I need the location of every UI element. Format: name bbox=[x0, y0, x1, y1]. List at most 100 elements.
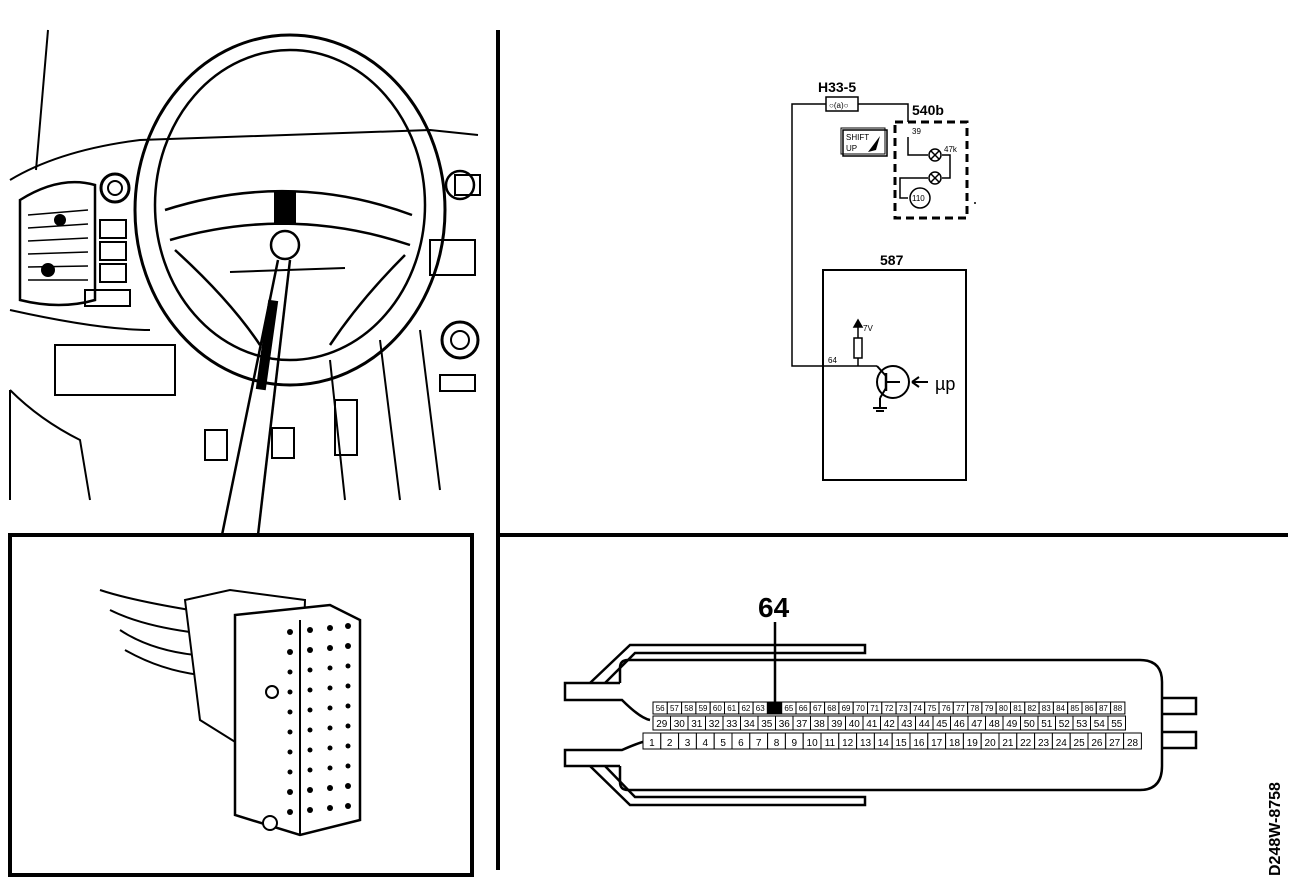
pin-number: 14 bbox=[878, 738, 890, 749]
connector-label: H33-5 bbox=[818, 79, 856, 95]
pin-number: 74 bbox=[913, 704, 922, 713]
indicator-pin: 39 bbox=[912, 127, 921, 136]
figure-id: D248W-8758 bbox=[1267, 782, 1284, 876]
pin-number: 61 bbox=[727, 704, 736, 713]
pin-number: 55 bbox=[1111, 719, 1123, 730]
pin-number: 35 bbox=[761, 719, 773, 730]
pin-number: 21 bbox=[1002, 738, 1014, 749]
pin-number: 64 bbox=[770, 704, 779, 713]
pin-cell bbox=[1110, 701, 1126, 715]
pin-number: 27 bbox=[1109, 738, 1121, 749]
connector-inset-frame bbox=[8, 533, 474, 877]
wire-to-indicator bbox=[858, 103, 909, 122]
leader-lines bbox=[220, 259, 292, 536]
pin-number: 79 bbox=[985, 704, 994, 713]
pin-number: 20 bbox=[985, 738, 997, 749]
pin-number: 83 bbox=[1042, 704, 1051, 713]
schematic: H33-5 ○(a)○ 540b 39 47k 110 SHIFT UP 58 bbox=[791, 79, 976, 481]
pin-number: 6 bbox=[738, 738, 744, 749]
pin-number: 71 bbox=[870, 704, 879, 713]
pin-number: 18 bbox=[949, 738, 961, 749]
pin-number: 12 bbox=[842, 738, 854, 749]
pin-number: 32 bbox=[709, 719, 721, 730]
pin-number: 56 bbox=[656, 704, 665, 713]
resistor-value: 47k bbox=[944, 145, 958, 154]
dash-knob-left bbox=[99, 172, 131, 204]
shift-up-symbol bbox=[842, 129, 888, 157]
connector-pins: ○(a)○ bbox=[829, 101, 849, 110]
pin-number: 51 bbox=[1041, 719, 1053, 730]
steering-wheel-connector bbox=[99, 588, 362, 837]
pin-number: 28 bbox=[1127, 738, 1139, 749]
pin-number: 82 bbox=[1027, 704, 1036, 713]
pin-number: 84 bbox=[1056, 704, 1065, 713]
pin-number: 45 bbox=[936, 719, 948, 730]
pin-callout-label: 64 bbox=[758, 592, 790, 623]
panel-dividers bbox=[496, 30, 1288, 870]
pin-number: 26 bbox=[1091, 738, 1103, 749]
pin-number: 68 bbox=[827, 704, 836, 713]
pin-number: 3 bbox=[685, 738, 691, 749]
pin-number: 1 bbox=[649, 738, 655, 749]
pedal-right bbox=[334, 399, 358, 456]
pin-number: 53 bbox=[1076, 719, 1088, 730]
horn-centre bbox=[269, 229, 301, 261]
pin-number: 65 bbox=[784, 704, 793, 713]
ecu-587 bbox=[822, 269, 967, 481]
bulb-110 bbox=[909, 187, 931, 209]
pin-number: 4 bbox=[703, 738, 709, 749]
pin-number: 30 bbox=[674, 719, 686, 730]
pin-number: 25 bbox=[1074, 738, 1086, 749]
pin-number: 15 bbox=[896, 738, 908, 749]
indicator-internal-wiring bbox=[899, 137, 951, 199]
dashboard-illustration bbox=[9, 29, 481, 501]
pin-cell bbox=[1107, 715, 1126, 731]
pin-number: 77 bbox=[956, 704, 965, 713]
pin-number: 73 bbox=[899, 704, 908, 713]
pin-number: 38 bbox=[814, 719, 826, 730]
ecu-label: 587 bbox=[880, 252, 904, 268]
pin-number: 58 bbox=[684, 704, 693, 713]
pin-number: 37 bbox=[796, 719, 808, 730]
pin-number: 70 bbox=[856, 704, 865, 713]
pin-number: 11 bbox=[825, 738, 836, 749]
supply-voltage: 7V bbox=[863, 324, 873, 333]
microprocessor-arrow bbox=[911, 376, 928, 388]
pin-number: 13 bbox=[860, 738, 872, 749]
pin-number: 67 bbox=[813, 704, 822, 713]
pin-number: 36 bbox=[779, 719, 791, 730]
pin-number: 81 bbox=[1013, 704, 1022, 713]
indicator-unit-540b bbox=[893, 120, 969, 220]
pin-number: 85 bbox=[1070, 704, 1079, 713]
pin-number: 88 bbox=[1113, 704, 1122, 713]
pin-number: 34 bbox=[744, 719, 756, 730]
pin-number: 8 bbox=[774, 738, 780, 749]
pin-number: 19 bbox=[967, 738, 979, 749]
pin-number: 39 bbox=[831, 719, 843, 730]
pin-number: 29 bbox=[656, 719, 668, 730]
pin-number: 47 bbox=[971, 719, 983, 730]
pin-number: 57 bbox=[670, 704, 679, 713]
connector-pin-grid bbox=[287, 623, 351, 815]
steering-wheel bbox=[133, 33, 447, 387]
pin-number: 22 bbox=[1020, 738, 1032, 749]
ecu-pin: 64 bbox=[828, 356, 837, 365]
pin-number: 69 bbox=[842, 704, 851, 713]
pin-number: 40 bbox=[849, 719, 861, 730]
pin-number: 31 bbox=[691, 719, 703, 730]
left-vent bbox=[18, 180, 97, 307]
pin-number: 63 bbox=[756, 704, 765, 713]
shift-up-text-1: SHIFT bbox=[846, 133, 869, 142]
wire-main bbox=[791, 103, 877, 367]
indicator-lamp-1 bbox=[928, 148, 942, 162]
pin-number: 5 bbox=[720, 738, 726, 749]
bulb-label: 110 bbox=[912, 194, 925, 203]
pin-number: 7 bbox=[756, 738, 762, 749]
pin-number: 72 bbox=[884, 704, 893, 713]
pin-number: 52 bbox=[1059, 719, 1071, 730]
pin-number: 17 bbox=[931, 738, 943, 749]
